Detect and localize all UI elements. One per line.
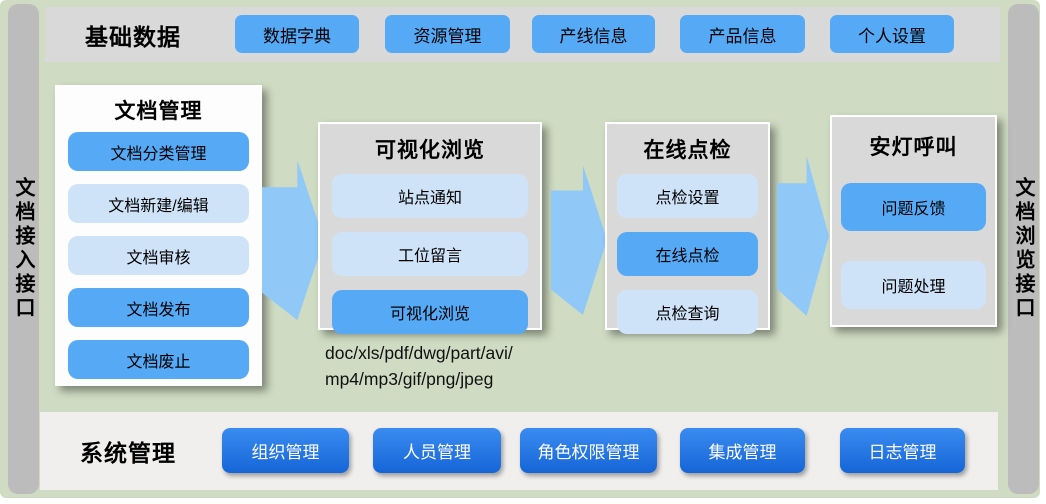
left-interface-bar: 文档接入接口: [8, 4, 39, 494]
item-station-message[interactable]: 工位留言: [332, 232, 528, 276]
button-personal-settings[interactable]: 个人设置: [830, 15, 954, 53]
button-log-management[interactable]: 日志管理: [840, 428, 965, 473]
basic-data-title: 基础数据: [85, 23, 181, 50]
panel-andon-call: 安灯呼叫 问题反馈 问题处理: [830, 115, 997, 327]
item-doc-review[interactable]: 文档审核: [68, 236, 249, 275]
system-management-bar: 系统管理 组织管理 人员管理 角色权限管理 集成管理 日志管理: [40, 412, 998, 490]
panel-andon-call-title: 安灯呼叫: [869, 136, 958, 159]
button-product-info[interactable]: 产品信息: [680, 15, 805, 53]
item-issue-feedback[interactable]: 问题反馈: [841, 183, 986, 231]
button-data-dictionary[interactable]: 数据字典: [235, 15, 359, 53]
button-role-permission-management[interactable]: 角色权限管理: [520, 428, 657, 473]
item-doc-category-management[interactable]: 文档分类管理: [68, 132, 249, 171]
item-doc-obsolete[interactable]: 文档废止: [68, 340, 249, 379]
right-interface-label: 文档浏览接口: [1012, 177, 1034, 321]
item-online-inspection[interactable]: 在线点检: [617, 232, 758, 276]
right-interface-bar: 文档浏览接口: [1008, 4, 1039, 494]
panel-online-inspection-items: 点检设置 在线点检 点检查询: [607, 164, 768, 334]
item-site-notice[interactable]: 站点通知: [332, 174, 528, 218]
panel-visual-browse: 可视化浏览 站点通知 工位留言 可视化浏览: [318, 122, 542, 334]
item-doc-publish[interactable]: 文档发布: [68, 288, 249, 327]
panel-online-inspection-title: 在线点检: [643, 139, 732, 162]
panel-document-management-title: 文档管理: [114, 100, 203, 123]
item-doc-create-edit[interactable]: 文档新建/编辑: [68, 184, 249, 223]
supported-file-formats: doc/xls/pdf/dwg/part/avi/ mp4/mp3/gif/pn…: [325, 340, 513, 392]
button-organization-management[interactable]: 组织管理: [222, 428, 349, 473]
item-issue-handling[interactable]: 问题处理: [841, 261, 986, 309]
item-inspection-setup[interactable]: 点检设置: [617, 174, 758, 218]
button-line-info[interactable]: 产线信息: [532, 15, 655, 53]
button-resource-management[interactable]: 资源管理: [385, 15, 510, 53]
panel-document-management: 文档管理 文档分类管理 文档新建/编辑 文档审核 文档发布 文档废止: [55, 85, 262, 386]
item-visual-browse[interactable]: 可视化浏览: [332, 290, 528, 334]
panel-document-management-items: 文档分类管理 文档新建/编辑 文档审核 文档发布 文档废止: [55, 125, 262, 379]
panel-visual-browse-title: 可视化浏览: [375, 139, 485, 162]
system-management-title: 系统管理: [80, 440, 176, 466]
item-inspection-query[interactable]: 点检查询: [617, 290, 758, 334]
panel-andon-call-items: 问题反馈 问题处理: [832, 161, 995, 309]
basic-data-bar: 基础数据 数据字典 资源管理 产线信息 产品信息 个人设置: [45, 7, 1000, 62]
file-formats-line-1: doc/xls/pdf/dwg/part/avi/: [325, 343, 513, 363]
button-integration-management[interactable]: 集成管理: [680, 428, 805, 473]
button-personnel-management[interactable]: 人员管理: [373, 428, 501, 473]
left-interface-label: 文档接入接口: [12, 177, 34, 321]
panel-online-inspection: 在线点检 点检设置 在线点检 点检查询: [605, 122, 770, 334]
file-formats-line-2: mp4/mp3/gif/png/jpeg: [325, 369, 494, 389]
panel-visual-browse-items: 站点通知 工位留言 可视化浏览: [320, 164, 540, 334]
